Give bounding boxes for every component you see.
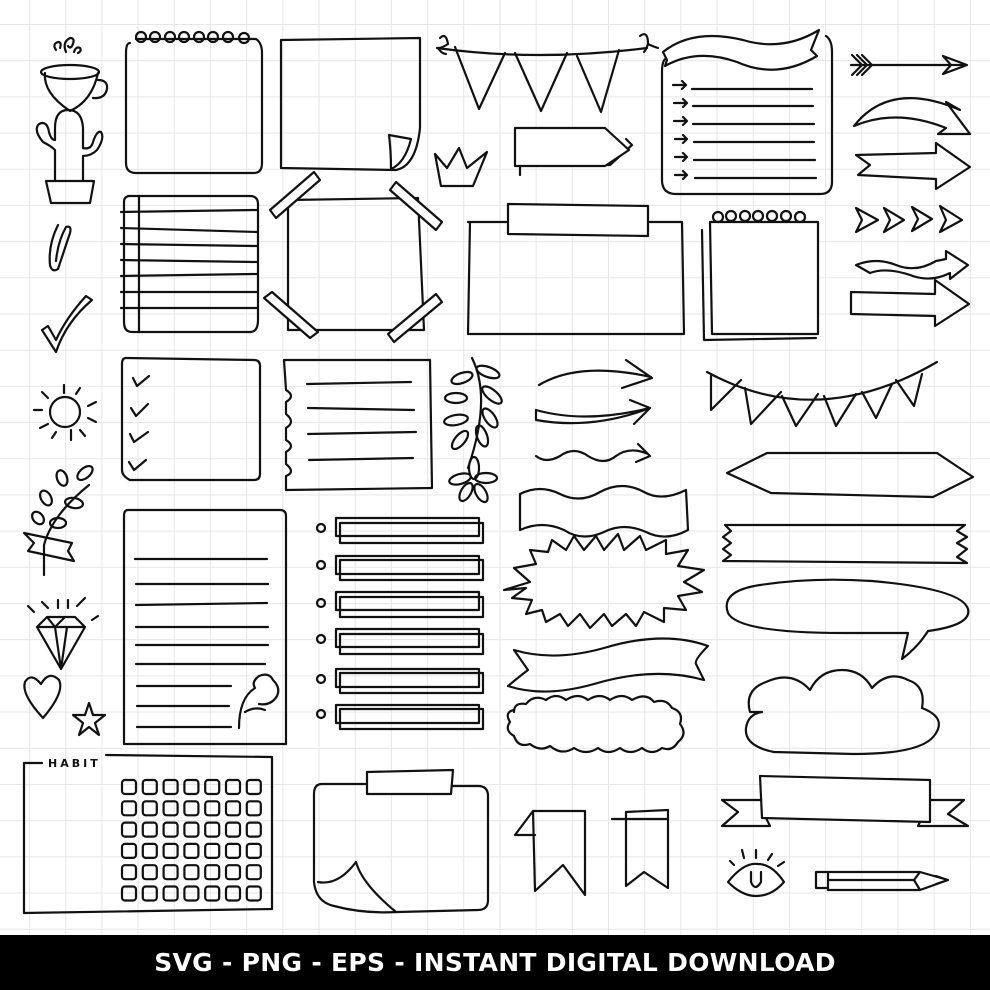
leaf-branch-icon bbox=[22, 464, 94, 577]
torn-lined-note bbox=[282, 358, 434, 492]
checkmark-icon bbox=[40, 294, 94, 354]
habit-cell bbox=[183, 842, 200, 860]
habit-cell bbox=[183, 885, 200, 902]
habit-cell bbox=[162, 800, 179, 817]
heart-icon bbox=[23, 674, 62, 720]
habit-cell bbox=[120, 864, 138, 881]
arrow-block bbox=[849, 278, 971, 328]
curved-arrow-thin bbox=[537, 358, 654, 390]
wavy-arrow-thin bbox=[534, 442, 652, 464]
sticky-note-curled bbox=[279, 36, 422, 172]
habit-cell bbox=[162, 842, 179, 860]
habit-cell bbox=[245, 842, 262, 860]
pencil-icon bbox=[814, 870, 950, 892]
todo-bars bbox=[315, 516, 485, 731]
habit-label: HABIT bbox=[48, 757, 101, 770]
checklist-card bbox=[120, 356, 262, 482]
habit-cell bbox=[141, 821, 158, 838]
habit-cell bbox=[245, 821, 262, 838]
crown-icon bbox=[433, 146, 489, 188]
habit-cell bbox=[120, 800, 138, 817]
habit-cell bbox=[224, 864, 242, 881]
cloud-banner bbox=[506, 694, 685, 754]
habit-cell bbox=[183, 821, 200, 838]
chevron-arrows bbox=[854, 204, 964, 234]
arrow-wavy bbox=[854, 249, 970, 281]
burst-banner bbox=[502, 532, 706, 630]
banner-list-card bbox=[660, 28, 834, 196]
habit-cell bbox=[120, 885, 138, 902]
arrow-straight bbox=[849, 53, 969, 77]
download-banner: SVG - PNG - EPS - INSTANT DIGITAL DOWNLO… bbox=[0, 935, 990, 990]
list-lines bbox=[671, 79, 818, 181]
habit-cell bbox=[245, 778, 262, 796]
habit-cell bbox=[183, 800, 200, 817]
lined-note-rose bbox=[122, 508, 288, 746]
taped-card bbox=[466, 202, 686, 336]
paperclip-icon bbox=[48, 223, 72, 272]
habit-cell bbox=[162, 778, 179, 796]
habit-cell bbox=[245, 885, 262, 902]
habit-cell bbox=[204, 778, 221, 796]
banner-text: SVG - PNG - EPS - INSTANT DIGITAL DOWNLO… bbox=[154, 948, 836, 977]
habit-cell bbox=[224, 885, 242, 902]
habit-cell bbox=[204, 821, 221, 838]
lined-paper bbox=[119, 194, 260, 334]
coffee-cup-icon bbox=[39, 36, 109, 113]
spiral-notepad bbox=[124, 30, 264, 175]
bookmark-ribbon bbox=[513, 809, 587, 897]
fern-icon bbox=[443, 356, 503, 470]
habit-cell bbox=[141, 800, 158, 817]
habit-cell bbox=[141, 842, 158, 860]
diamond-icon bbox=[26, 596, 100, 671]
pointed-label bbox=[725, 451, 975, 499]
habit-cell bbox=[120, 821, 138, 838]
spiral-notepad-stacked bbox=[700, 209, 820, 342]
habit-tracker: HABIT bbox=[22, 753, 274, 915]
habit-cell bbox=[204, 885, 221, 902]
pennant-bunting bbox=[435, 33, 660, 114]
habit-cell bbox=[120, 778, 138, 796]
speech-bubble bbox=[725, 578, 970, 661]
sun-icon bbox=[32, 383, 98, 442]
habit-cell bbox=[245, 800, 262, 817]
habit-cell bbox=[204, 842, 221, 860]
doodle-sheet: HABIT bbox=[22, 28, 975, 915]
taped-photo-frame bbox=[262, 170, 444, 344]
habit-cell bbox=[224, 778, 242, 796]
ribbon-banner bbox=[506, 637, 710, 693]
habit-cell bbox=[162, 821, 179, 838]
bookmark-ribbon-2 bbox=[610, 808, 670, 890]
habit-cell bbox=[245, 864, 262, 881]
habit-cell bbox=[141, 778, 158, 796]
habit-cell bbox=[183, 864, 200, 881]
habit-cell bbox=[183, 778, 200, 796]
habit-cell bbox=[224, 800, 242, 817]
star-icon bbox=[71, 701, 107, 737]
habit-cell bbox=[204, 864, 221, 881]
ribbon-scroll-banner bbox=[720, 774, 970, 828]
bunting-garland bbox=[705, 360, 939, 428]
arrow-tag bbox=[513, 126, 634, 177]
habit-cell bbox=[224, 842, 242, 860]
habit-cell bbox=[224, 821, 242, 838]
habit-cell bbox=[141, 885, 158, 902]
arrow-curved bbox=[852, 97, 972, 136]
wavy-banner bbox=[518, 484, 690, 538]
habit-cell bbox=[204, 800, 221, 817]
cactus-icon bbox=[35, 108, 104, 205]
habit-cell bbox=[162, 885, 179, 902]
flower-icon bbox=[448, 455, 499, 504]
cloud-label bbox=[744, 668, 940, 756]
arrow-bold bbox=[854, 141, 972, 191]
washi-tape-label bbox=[721, 523, 969, 565]
habit-cell bbox=[162, 864, 179, 881]
habit-grid bbox=[120, 778, 262, 902]
grid-canvas: HABIT bbox=[0, 0, 990, 935]
taped-curl-note bbox=[312, 768, 490, 914]
eye-icon bbox=[726, 848, 786, 898]
curved-arrow-double bbox=[534, 398, 652, 426]
habit-cell bbox=[141, 864, 158, 881]
habit-cell bbox=[120, 842, 138, 860]
